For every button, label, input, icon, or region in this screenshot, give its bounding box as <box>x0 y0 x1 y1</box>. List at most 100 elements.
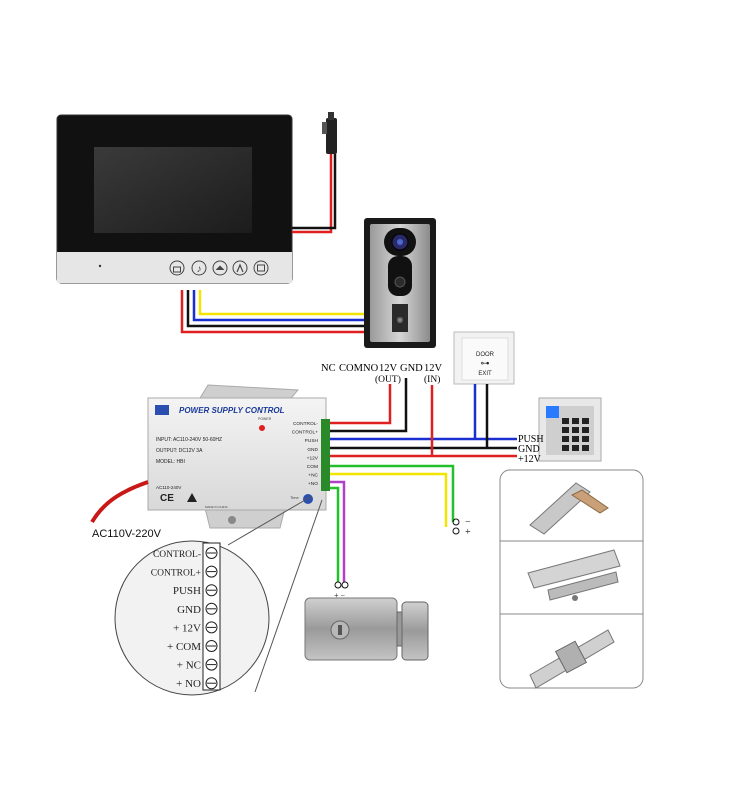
exit-button-door-label: DOOR <box>476 352 495 358</box>
psu-ac-small: AC110-240V <box>156 485 181 490</box>
psu-spec-output: OUTPUT: DC12V 3A <box>156 448 203 454</box>
lock-keeper <box>401 601 429 661</box>
psu-spec-input: INPUT: AC110-240V 50-60HZ <box>156 437 222 443</box>
indoor-monitor: ♪ <box>56 114 293 284</box>
keypad-key[interactable] <box>572 436 579 442</box>
psu-terminal-label: GND <box>307 447 318 453</box>
rim-lock-terminals: + − <box>334 581 349 600</box>
keypad-key[interactable] <box>582 436 589 442</box>
zoom-terminal-label: + COM <box>167 641 201 653</box>
strike-output-terminals: − + <box>452 517 471 538</box>
terminal-nc: NC <box>321 363 336 374</box>
zoom-terminal-label: PUSH <box>173 585 201 597</box>
power-supply-unit: POWER SUPPLY CONTROL POWER INPUT: AC110-… <box>147 384 330 529</box>
access-keypad <box>538 397 602 462</box>
psu-terminal-label: PUSH <box>305 438 319 444</box>
keypad-key[interactable] <box>582 427 589 433</box>
monitor-buttons[interactable]: ♪ <box>169 260 269 276</box>
keypad-key[interactable] <box>572 445 579 451</box>
exit-button[interactable]: DOOR ⊶ EXIT <box>453 331 515 385</box>
talk-icon[interactable] <box>232 260 248 276</box>
zoom-terminal-label: CONTROL- <box>153 550 201 560</box>
psu-terminal-label: +12V <box>307 455 319 461</box>
monitor-icon[interactable] <box>253 260 269 276</box>
call-button-panel <box>388 256 412 296</box>
brand-logo <box>155 405 169 415</box>
psu-terminal-label: COM <box>307 464 318 470</box>
magnetic-lock-image <box>529 482 609 535</box>
terminal-no: NO <box>363 363 379 374</box>
keypad-key[interactable] <box>562 427 569 433</box>
ce-mark-icon: CE <box>160 493 174 504</box>
unlock-icon[interactable] <box>169 260 185 276</box>
zoom-terminal-label: + 12V <box>173 622 201 634</box>
callout-line-bottom <box>254 499 323 693</box>
keypad-key[interactable] <box>582 418 589 424</box>
terminal-12v-in: 12V <box>424 363 443 374</box>
exit-button-exit-label: EXIT <box>478 371 492 377</box>
psu-brand-label: POWER SUPPLY CONTROL <box>179 406 285 415</box>
keypad-key[interactable] <box>582 445 589 451</box>
power-led-label: POWER <box>258 417 272 421</box>
key-icon: ⊶ <box>481 358 490 368</box>
keypad-key[interactable] <box>572 418 579 424</box>
adapter-wire-black <box>292 154 337 230</box>
terminal-12v-out: 12V <box>379 363 398 374</box>
music-icon[interactable]: ♪ <box>191 260 207 276</box>
callout-line-top <box>227 495 313 546</box>
outdoor-camera-station: ◉ <box>364 218 436 348</box>
home-icon[interactable] <box>212 260 228 276</box>
zoom-callout <box>114 540 270 696</box>
psu-terminal-label: CONTROL+ <box>292 430 318 436</box>
terminal-out-sub: (OUT) <box>375 374 401 385</box>
power-adapter-plug <box>322 112 337 154</box>
keypad-keys[interactable] <box>562 418 589 451</box>
call-button[interactable] <box>394 276 406 288</box>
psu-made-in: MADE IN CHINA <box>205 505 228 509</box>
keypad-key[interactable] <box>562 418 569 424</box>
psu-terminal-labels: CONTROL- CONTROL+ PUSH GND +12V COM +NC +NO <box>292 421 319 487</box>
monitor-screen <box>94 147 252 233</box>
keypad-wire-push: PUSH <box>518 434 544 445</box>
strike-plus-label: + <box>465 527 471 538</box>
svg-text:♪: ♪ <box>197 264 202 275</box>
rfid-reader <box>392 304 408 332</box>
warning-icon <box>187 493 197 502</box>
psu-terminal-label: CONTROL- <box>293 421 318 427</box>
strike-minus-label: − <box>465 517 471 528</box>
rim-lock-polarity: + − <box>334 591 346 600</box>
psu-terminal-label: +NO <box>308 481 318 487</box>
power-led <box>259 425 265 431</box>
monitor-cable <box>180 290 365 334</box>
drop-bolt-lock-image <box>527 549 621 601</box>
psu-spec-model: MODEL: HBI <box>156 459 185 465</box>
doorbell-terminal-labels: NC COM NO 12V (OUT) GND 12V (IN) <box>321 363 443 385</box>
keypad-led <box>546 406 559 418</box>
adapter-wire-red <box>292 154 333 234</box>
psu-time-label: Time <box>290 495 300 500</box>
keypad-key[interactable] <box>572 427 579 433</box>
keypad-wire-12v: +12V <box>518 454 542 465</box>
zoom-terminal-label: GND <box>177 604 201 616</box>
zoom-terminal-list: CONTROL- CONTROL+ PUSH GND + 12V + COM + NC + N… <box>151 547 218 690</box>
psu-terminal-label: +NC <box>308 473 318 479</box>
keypad-key[interactable] <box>562 436 569 442</box>
terminal-in-sub: (IN) <box>424 374 440 385</box>
time-knob[interactable] <box>303 494 313 504</box>
ac-mains-cable <box>90 480 149 524</box>
terminal-gnd: GND <box>400 363 423 374</box>
wiring <box>330 378 517 582</box>
rfid-icon: ◉ <box>397 315 404 324</box>
zoom-terminal-label: + NO <box>176 678 201 690</box>
mount-hole-icon <box>228 516 236 524</box>
zoom-terminal-label: + NC <box>177 660 201 672</box>
electric-strike-image <box>529 629 615 689</box>
psu-terminal-block <box>321 419 330 491</box>
microphone-dot <box>98 264 102 268</box>
keypad-key[interactable] <box>562 445 569 451</box>
zoom-terminal-label: CONTROL+ <box>151 569 201 579</box>
electric-rim-lock <box>304 597 429 661</box>
keypad-wire-labels: PUSH GND +12V <box>518 434 544 465</box>
ac-voltage-label: AC110V-220V <box>92 528 162 540</box>
